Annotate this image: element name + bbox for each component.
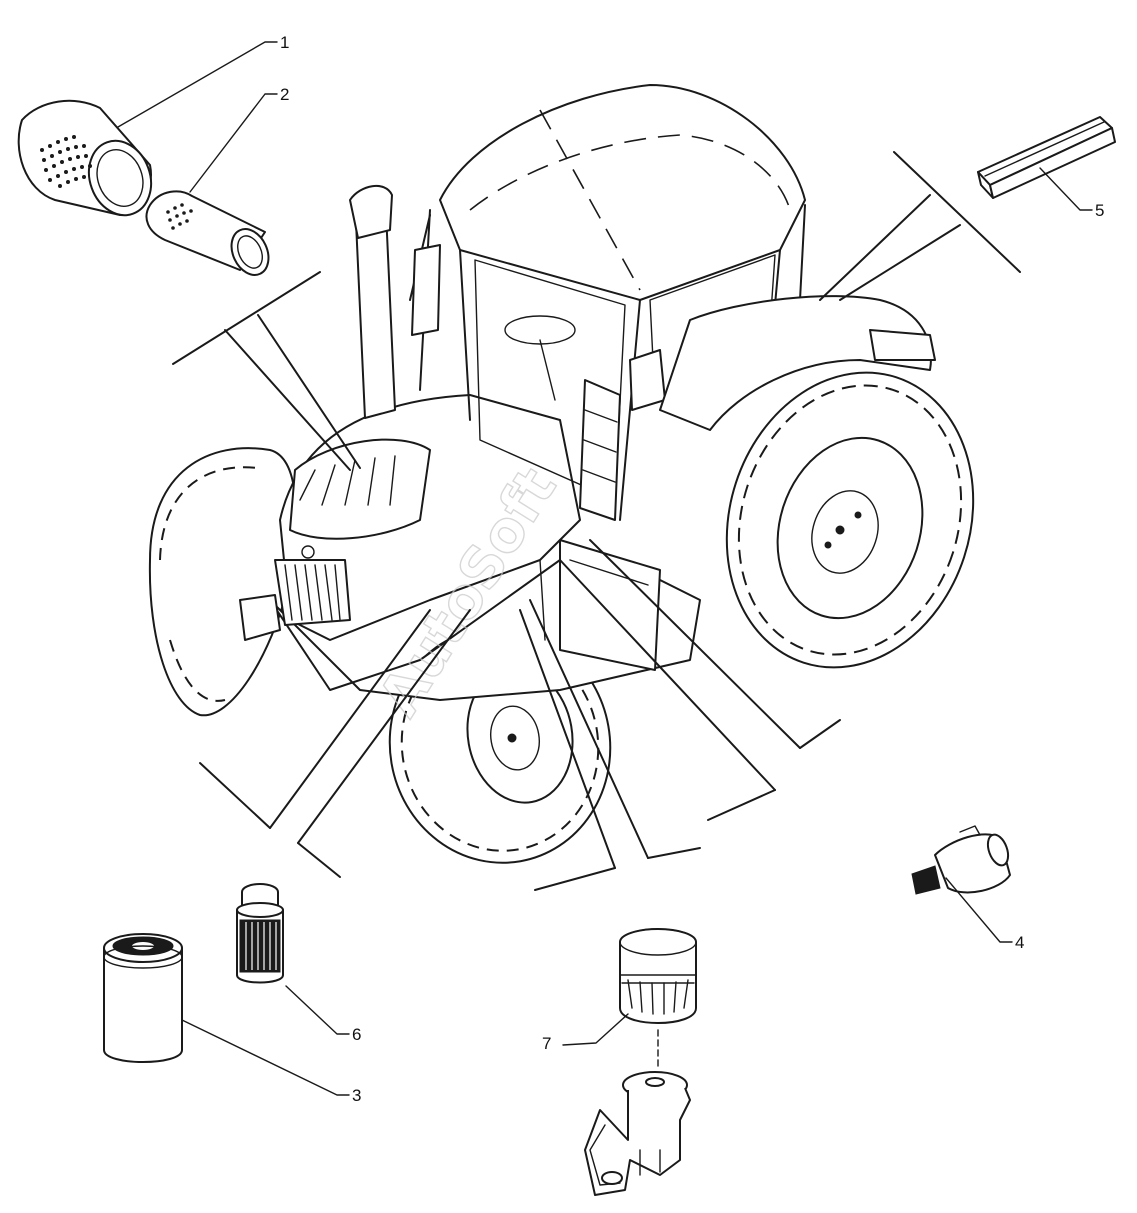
callout-4: 4: [1015, 933, 1024, 952]
callout-7: 7: [542, 1034, 551, 1053]
callout-5: 5: [1095, 201, 1104, 220]
pointer-lines: [172, 151, 1021, 891]
callout-2: 2: [280, 85, 289, 104]
part-2-air-filter-inner: [145, 190, 270, 276]
callout-1: 1: [280, 33, 289, 52]
part-1-air-filter-outer: [17, 99, 153, 217]
rear-left-wheel: [148, 447, 297, 717]
fuel-tank: [559, 539, 661, 671]
callout-leaders: [117, 41, 1093, 1096]
part-7-oil-filter: [584, 928, 697, 1196]
part-5-cabin-filter: [977, 116, 1116, 199]
part-3-spin-on-filter: [103, 933, 183, 1063]
exhaust-pipe: [349, 185, 396, 419]
rear-right-wheel: [725, 371, 975, 669]
tractor-illustration: [148, 84, 975, 864]
rear-fender: [659, 295, 936, 431]
callout-numbers: 1 2 3 4 5 6 7: [280, 33, 1104, 1105]
part-6-filter-element: [236, 883, 284, 984]
callout-3: 3: [352, 1086, 361, 1105]
callout-6: 6: [352, 1025, 361, 1044]
part-4-inline-filter: [911, 825, 1011, 895]
hood: [239, 394, 581, 641]
